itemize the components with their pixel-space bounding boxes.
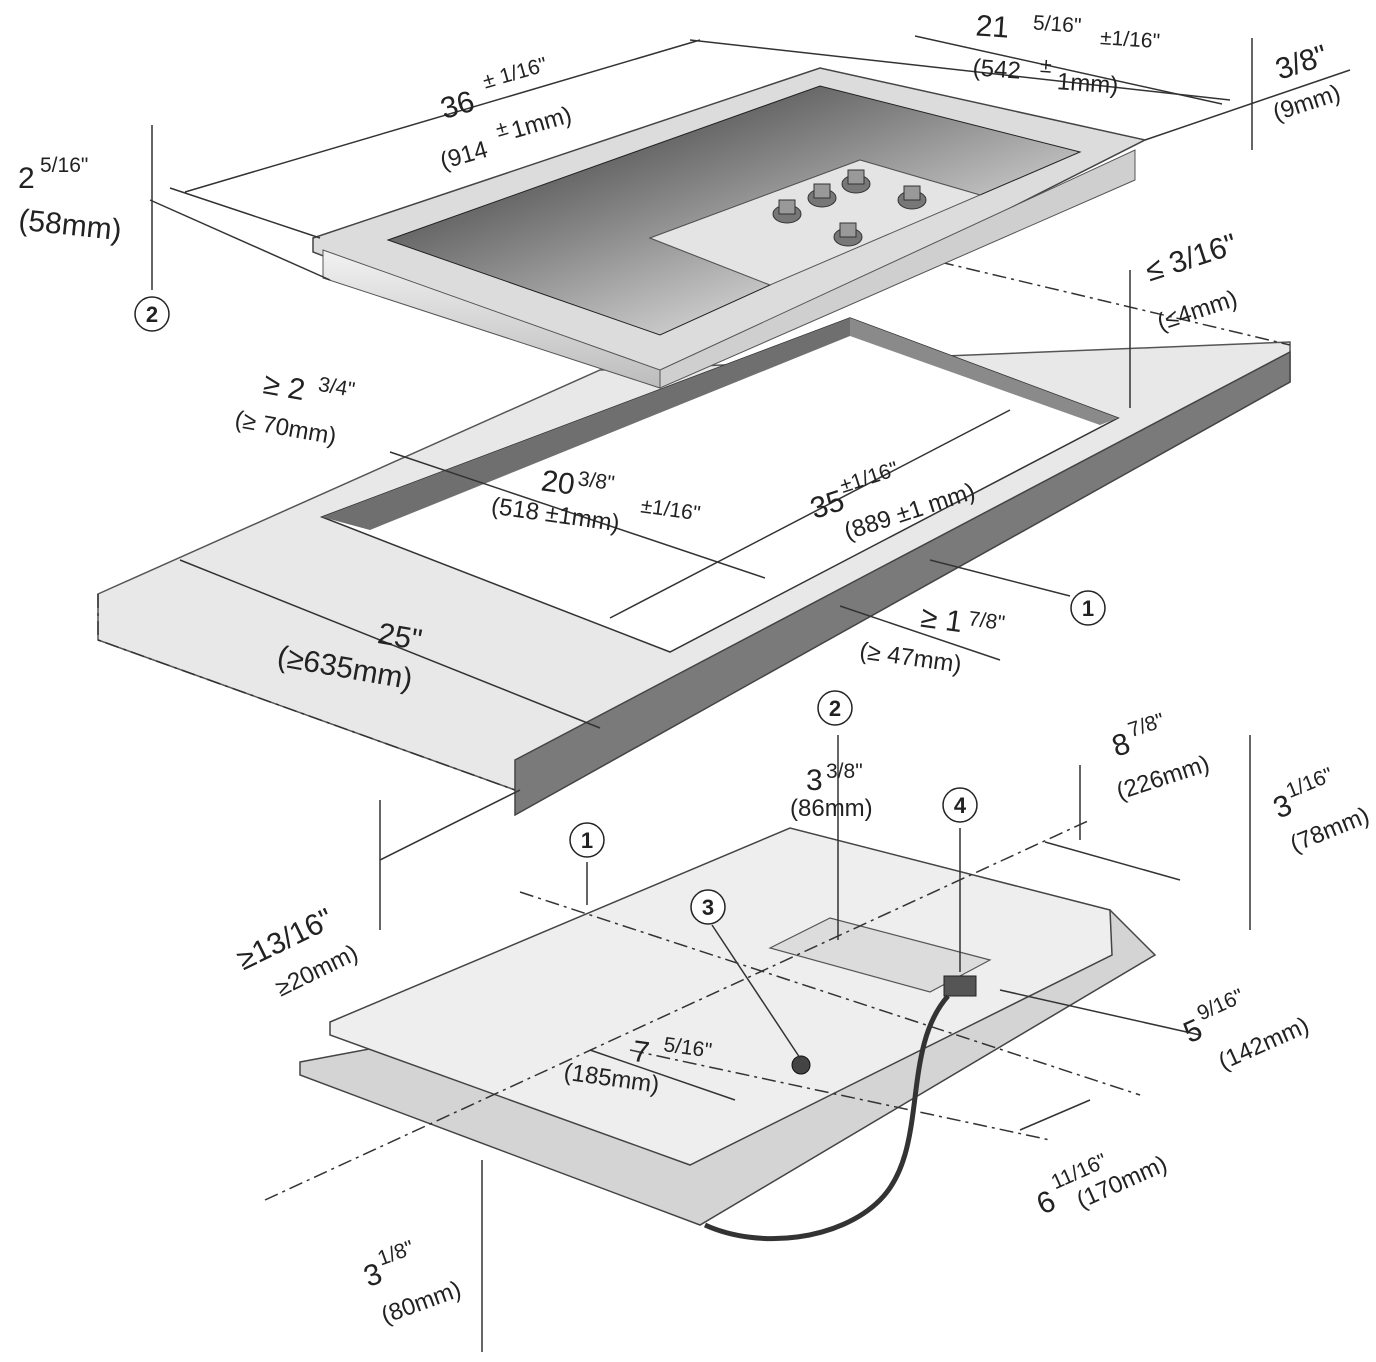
callout-2-bottom: 2 bbox=[817, 690, 853, 726]
dim-value: 7 bbox=[630, 1035, 651, 1070]
dim-top-height: 2 5/16" (58mm) bbox=[17, 154, 123, 247]
callout-label: 2 bbox=[829, 696, 841, 721]
dim-frame-thickness: 3/8" (9mm) bbox=[1270, 39, 1344, 127]
dim-fraction: 7/8" bbox=[1125, 709, 1167, 742]
dim-fraction: 5/16" bbox=[40, 154, 88, 177]
dim-metric-unit: 1mm) bbox=[1056, 68, 1119, 99]
callout-1-bottom: 1 bbox=[569, 822, 605, 858]
cutout-back-wall bbox=[322, 318, 850, 530]
axis-line-3 bbox=[629, 1049, 1051, 1141]
dim-cutout-left-margin: ≥ 2 3/4" (≥ 70mm) bbox=[233, 367, 357, 450]
dim-metric: (≥ 70mm) bbox=[233, 406, 339, 450]
control-panel bbox=[648, 159, 982, 286]
dim-metric: (≥ 47mm) bbox=[858, 637, 963, 678]
dim-top-width: 36 ± 1/16" (914 ± 1mm) bbox=[437, 53, 575, 175]
dim-value: 21 bbox=[975, 9, 1011, 44]
dim-cutout-gap: ≤ 3/16" (≤4mm) bbox=[1142, 228, 1241, 337]
dim-fraction: 5/16" bbox=[1032, 11, 1082, 37]
dim-fraction: 1/16" bbox=[1283, 763, 1336, 802]
dim-tolerance: ±1/16" bbox=[1099, 26, 1160, 53]
callout-1-cutout: 1 bbox=[1070, 590, 1106, 626]
dim-fraction: 3/4" bbox=[317, 373, 357, 402]
dim-metric: (58mm) bbox=[17, 204, 123, 248]
junction-box bbox=[768, 917, 992, 993]
dim-unit-depth: 3 1/8" (80mm) bbox=[360, 1236, 465, 1330]
dim-fraction: 1/8" bbox=[375, 1236, 417, 1270]
knob-icon bbox=[841, 169, 871, 194]
callout-4: 4 bbox=[942, 787, 978, 823]
dim-value: 2 bbox=[18, 162, 35, 195]
dim-right-offset: 8 7/8" (226mm) bbox=[1108, 709, 1213, 806]
dim-metric: (78mm) bbox=[1286, 802, 1373, 858]
cooktop-bottom-view bbox=[264, 819, 1157, 1242]
dim-metric: (542 bbox=[972, 54, 1022, 84]
callout-label: 3 bbox=[702, 895, 714, 920]
knob-icon bbox=[833, 222, 863, 247]
power-cable bbox=[703, 994, 950, 1242]
dim-box-height: 3 1/16" (78mm) bbox=[1269, 763, 1373, 858]
dimension-lines bbox=[149, 35, 1351, 1352]
dim-metric: (914 bbox=[437, 136, 491, 175]
callouts: 2 1 2 4 1 3 bbox=[134, 296, 1106, 925]
control-knobs bbox=[772, 169, 927, 247]
dim-metric-tolerance: ± bbox=[1039, 54, 1052, 78]
dim-value: ≥ 1 bbox=[919, 601, 965, 639]
callout-label: 2 bbox=[146, 302, 158, 327]
dim-metric-unit: 1mm) bbox=[508, 101, 574, 144]
callout-3: 3 bbox=[690, 889, 726, 925]
gas-valve-icon bbox=[791, 1055, 811, 1075]
dim-value: 20 bbox=[539, 464, 577, 501]
dim-fraction: 3/8" bbox=[826, 760, 863, 783]
cooktop-top-view bbox=[312, 67, 1148, 389]
dim-metric: (86mm) bbox=[790, 795, 873, 822]
dim-connector-offset: 5 9/16" (142mm) bbox=[1179, 985, 1313, 1076]
knob-icon bbox=[772, 199, 802, 224]
dim-counter-thickness: ≥13/16" ≥20mm) bbox=[232, 902, 362, 1002]
axis-line-2 bbox=[264, 819, 1091, 1201]
countertop-outline-left bbox=[97, 594, 516, 791]
knob-icon bbox=[897, 185, 927, 210]
callout-2-top: 2 bbox=[134, 296, 170, 332]
axis-line-1 bbox=[519, 891, 1141, 1096]
dim-fraction: 7/8" bbox=[967, 607, 1007, 635]
dim-top-depth: 21 5/16" ±1/16" (542 ± 1mm) bbox=[972, 9, 1161, 99]
dim-metric: (142mm) bbox=[1214, 1012, 1313, 1076]
dim-metric: (80mm) bbox=[378, 1276, 465, 1330]
dim-metric: (≤4mm) bbox=[1154, 285, 1241, 336]
bottom-housing bbox=[329, 827, 1113, 1166]
connector-icon bbox=[943, 975, 977, 997]
dim-value: 25" bbox=[375, 617, 424, 657]
countertop bbox=[97, 261, 1291, 817]
dim-box-offset: 3 3/8" (86mm) bbox=[790, 760, 873, 822]
dim-fraction: 9/16" bbox=[1194, 985, 1248, 1026]
dim-fraction: 3/8" bbox=[576, 467, 616, 495]
dim-value: ≥ 2 bbox=[261, 367, 308, 407]
dim-cable-offset: 6 11/16" (170mm) bbox=[1032, 1149, 1172, 1221]
dim-value: 3 bbox=[806, 764, 823, 797]
countertop-front-edge bbox=[514, 350, 1291, 817]
knob-icon bbox=[807, 183, 837, 208]
dim-value: 36 bbox=[437, 85, 478, 126]
callout-label: 1 bbox=[581, 828, 593, 853]
callout-label: 1 bbox=[1082, 596, 1094, 621]
callout-label: 4 bbox=[954, 793, 967, 818]
dim-value: ≤ 3/16" bbox=[1142, 228, 1241, 288]
countertop-outline-back bbox=[939, 261, 1291, 346]
cooktop-right-side bbox=[659, 149, 1136, 389]
cutout-right-wall bbox=[850, 318, 1118, 425]
